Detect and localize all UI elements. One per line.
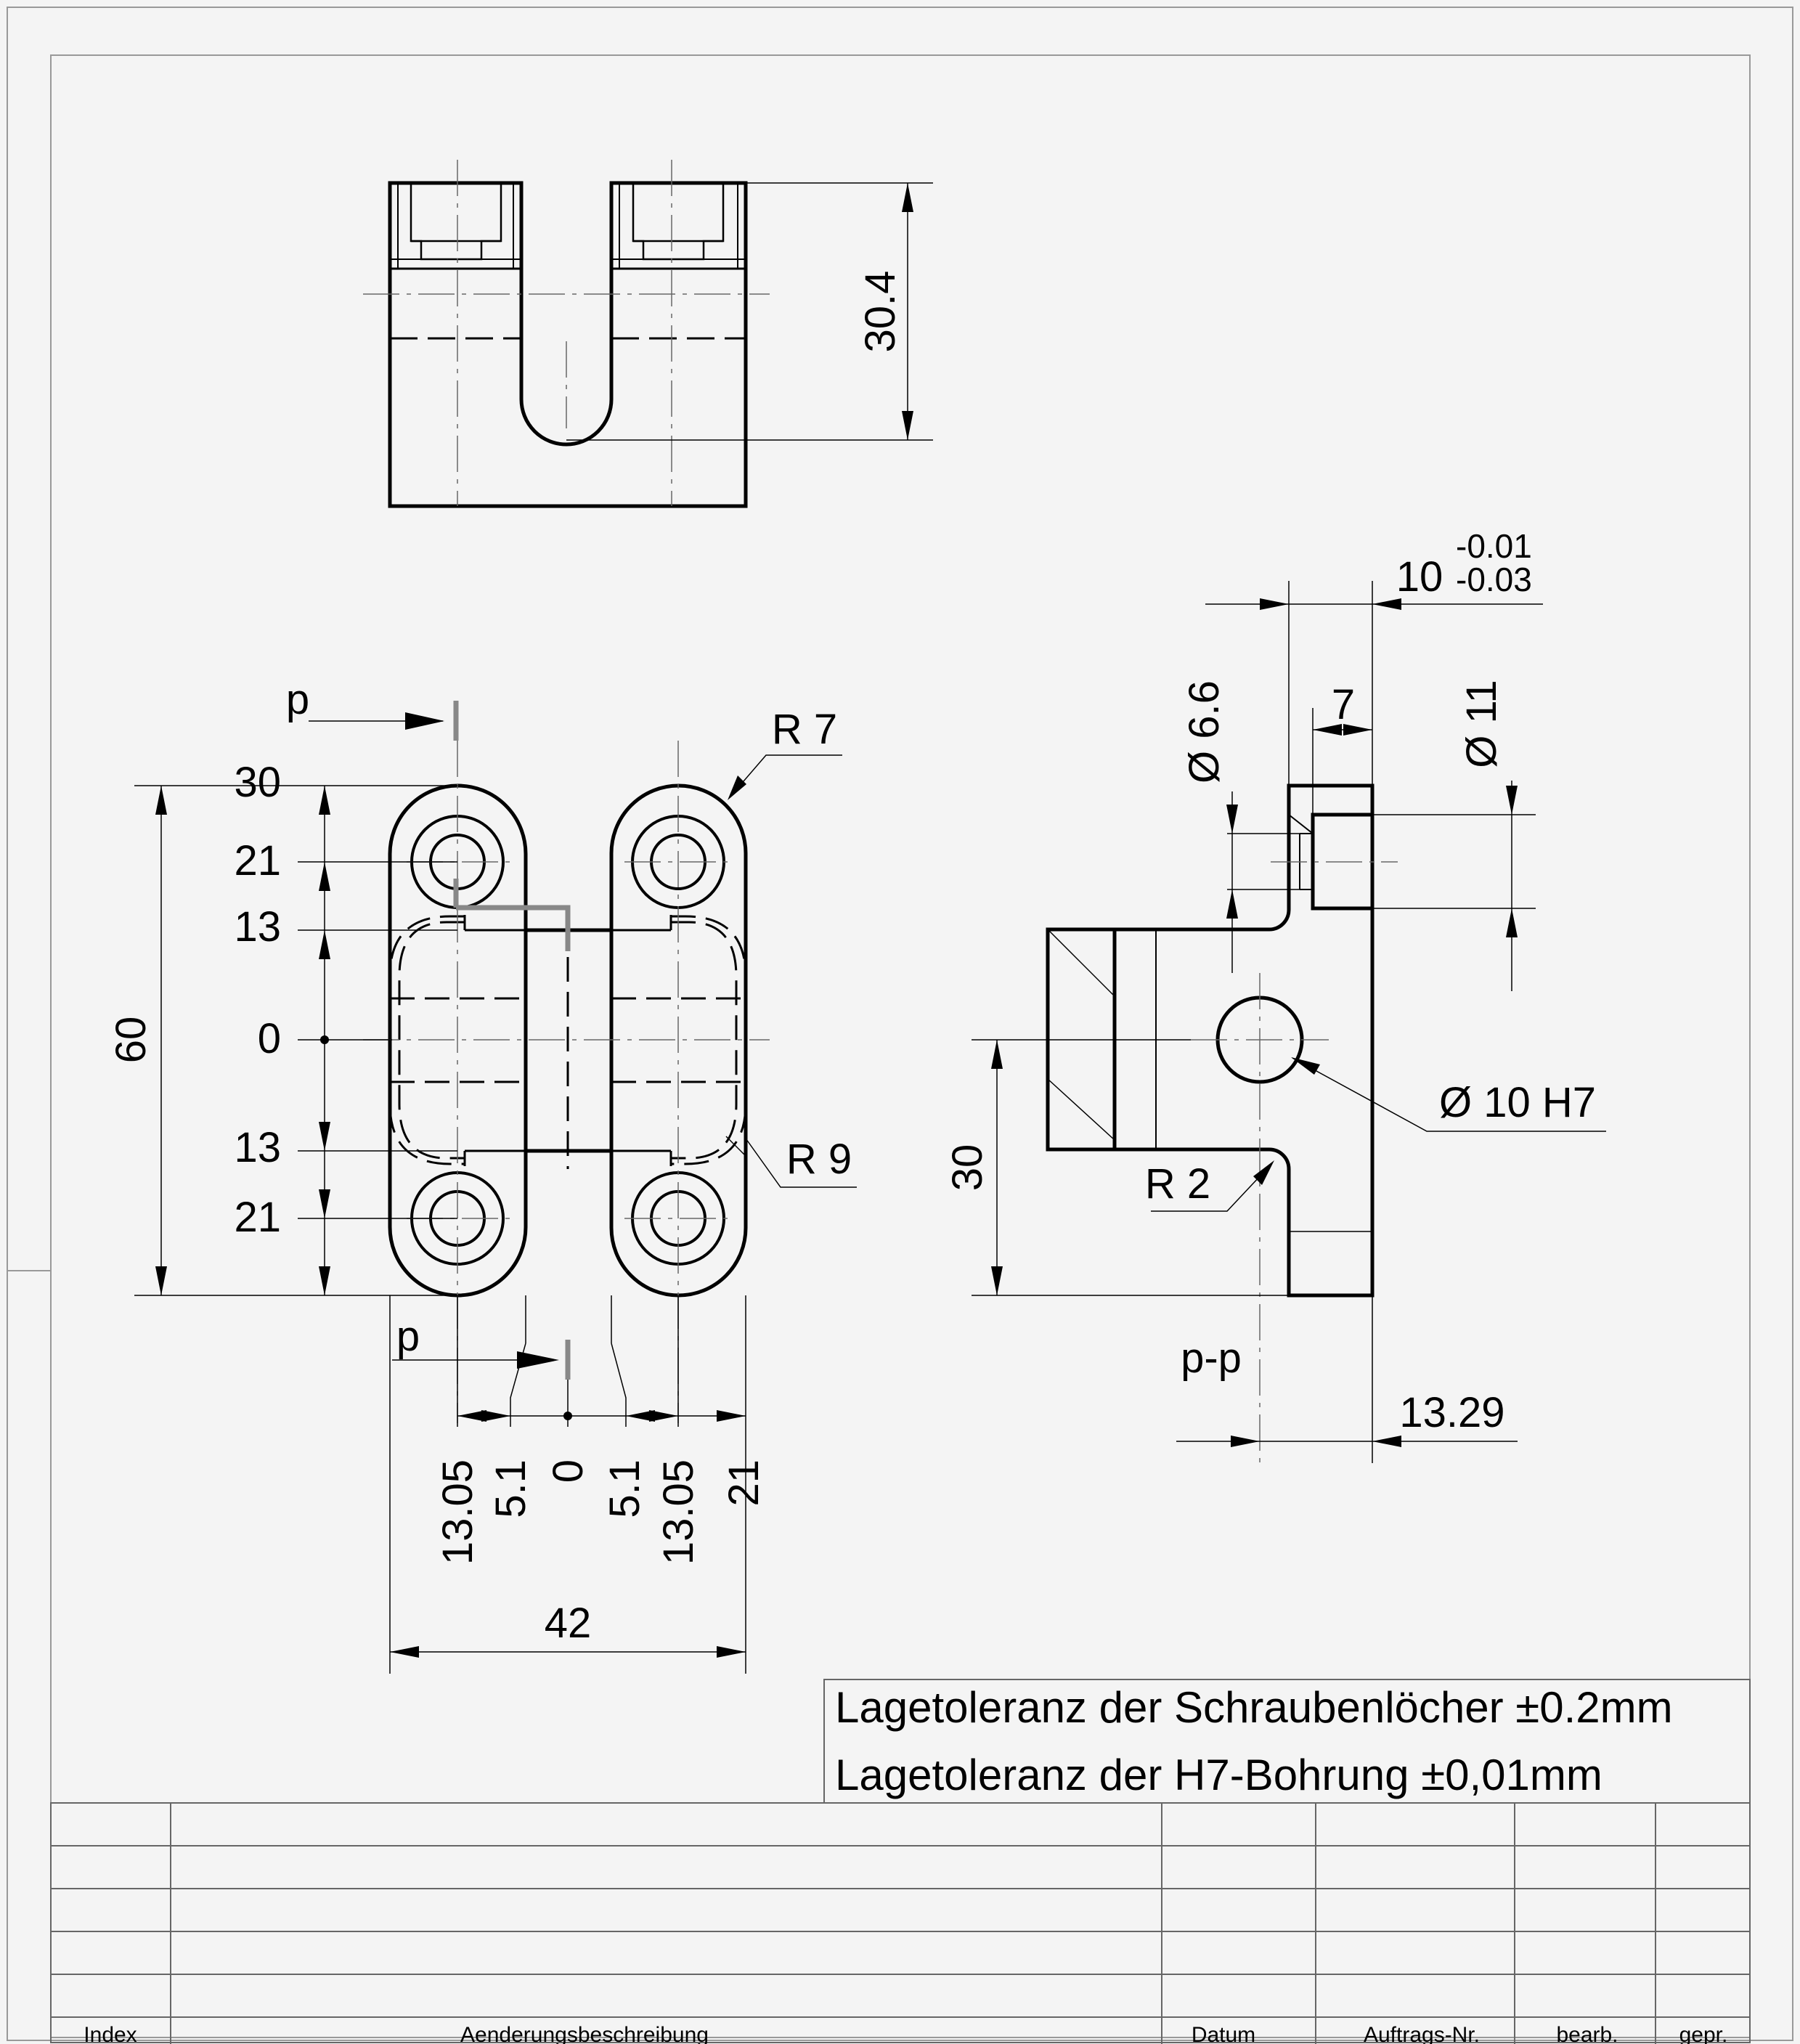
hcoord-label: 0 — [545, 1459, 592, 1483]
section-view-label: p-p — [1181, 1335, 1242, 1382]
hcoord-label: 21 — [720, 1459, 767, 1507]
side-width-tol-upper: -0.01 — [1456, 527, 1532, 565]
header-checked-by: gepr. — [1679, 2023, 1728, 2044]
header-description: Aenderungsbeschreibung — [460, 2023, 709, 2044]
hcoord-label: 5.1 — [601, 1459, 648, 1518]
tolerance-note-screw-holes: Lagetoleranz der Schraubenlöcher ±0.2mm — [835, 1683, 1673, 1732]
section-mark-top: p — [286, 676, 309, 723]
vcoord-label: 30 — [234, 759, 281, 806]
fillet-r2-label: R 2 — [1145, 1160, 1210, 1208]
header-date: Datum — [1192, 2023, 1255, 2044]
vcoord-label: 13 — [234, 1124, 281, 1171]
tolerance-note-h7-bore: Lagetoleranz der H7-Bohrung ±0,01mm — [835, 1751, 1603, 1799]
radius-r7-label: R 7 — [772, 706, 837, 753]
offset-dim: 13.29 — [1399, 1389, 1504, 1436]
sheet-border — [7, 7, 1793, 2041]
header-index: Index — [84, 2023, 137, 2044]
tolerance-notes: Lagetoleranz der Schraubenlöcher ±0.2mm … — [823, 1679, 1751, 1804]
side-height-dim: 30 — [944, 1144, 991, 1192]
overall-width-dim: 42 — [545, 1600, 592, 1647]
top-view — [363, 160, 933, 508]
vcoord-label: 13 — [234, 903, 281, 950]
vertical-coordinate-labels: 30 21 13 0 13 21 — [234, 759, 281, 1241]
bore-small-dim: Ø 6.6 — [1181, 680, 1228, 783]
vcoord-label: 0 — [258, 1015, 281, 1062]
top-height-dim: 30.4 — [857, 271, 904, 353]
hcoord-label: 13.05 — [655, 1459, 702, 1565]
hcoord-label: 5.1 — [487, 1459, 534, 1518]
header-order-number: Auftrags-Nr. — [1364, 2023, 1480, 2044]
vcoord-label: 21 — [234, 1194, 281, 1241]
counterbore-depth-dim: 7 — [1332, 681, 1355, 728]
front-view — [134, 701, 857, 1674]
horizontal-coordinate-labels: 13.05 5.1 0 5.1 13.05 21 — [434, 1459, 767, 1565]
radius-r9-label: R 9 — [786, 1136, 852, 1183]
counterbore-dia-dim: Ø 11 — [1458, 680, 1505, 767]
header-drawn-by: bearb. — [1556, 2023, 1618, 2044]
hcoord-label: 13.05 — [434, 1459, 481, 1565]
revision-table-headers: Index Aenderungsbeschreibung Datum Auftr… — [84, 2023, 1727, 2044]
side-width-tol-lower: -0.03 — [1456, 561, 1532, 598]
side-width-dim: 10 — [1396, 553, 1443, 600]
overall-height-dim: 60 — [107, 1017, 155, 1064]
bore-h7-label: Ø 10 H7 — [1439, 1079, 1596, 1126]
vcoord-label: 21 — [234, 837, 281, 884]
revision-table — [50, 1802, 1751, 2044]
side-view — [972, 581, 1606, 1467]
section-mark-bottom: p — [396, 1313, 420, 1360]
